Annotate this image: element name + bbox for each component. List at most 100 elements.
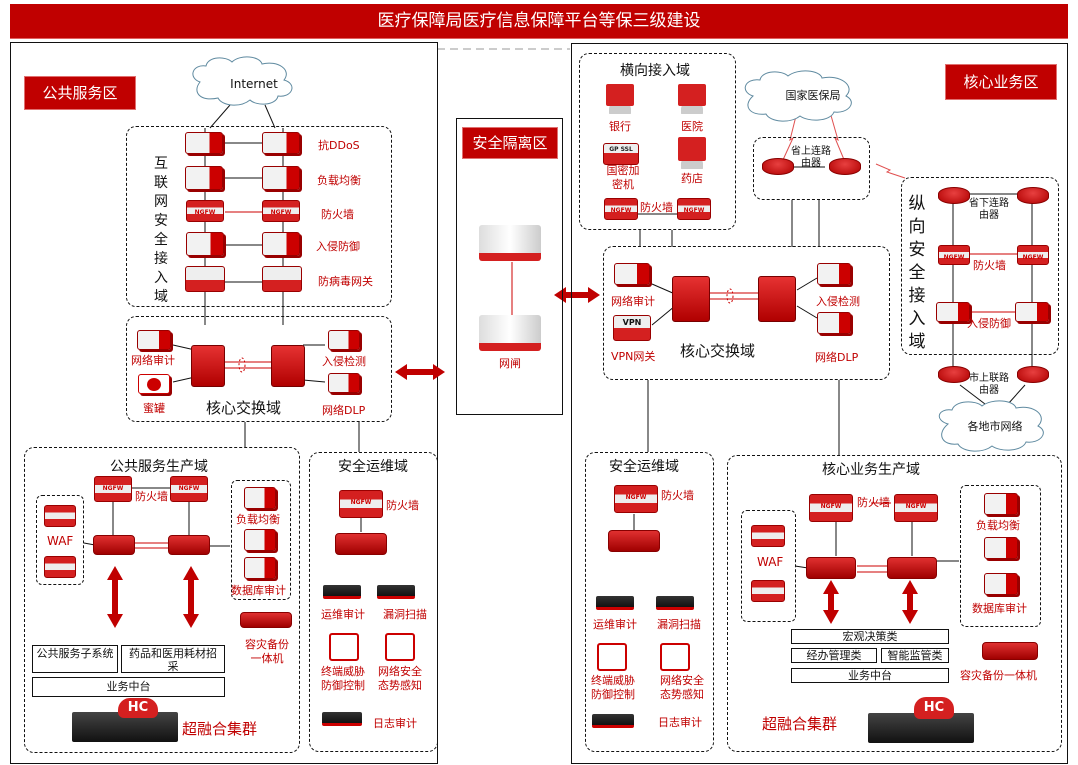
log-audit-icon xyxy=(322,712,362,726)
switch-icon xyxy=(335,533,387,555)
waf-icon xyxy=(751,525,785,547)
firewall-icon: NGFW xyxy=(262,200,300,222)
firewall-icon: NGFW xyxy=(894,494,938,522)
waf-group xyxy=(741,510,796,622)
router-icon xyxy=(1017,366,1049,383)
business-middle-platform-box: 业务中台 xyxy=(791,668,949,683)
ids-label: 入侵检测 xyxy=(322,355,366,368)
backup-appliance-icon xyxy=(982,642,1038,660)
public-subsystem-box: 公共服务子系统 xyxy=(32,645,118,673)
vpn-gateway-label: VPN网关 xyxy=(611,350,656,363)
link xyxy=(651,305,676,326)
wan-link xyxy=(875,163,906,179)
vuln-scan-icon xyxy=(377,585,415,599)
dlp-label: 网络DLP xyxy=(815,351,859,364)
gatekeeper-icon xyxy=(479,225,541,261)
situational-awareness-icon xyxy=(660,643,690,671)
ips-device xyxy=(186,232,224,256)
network-audit-label: 网络审计 xyxy=(131,354,175,367)
public-ops-domain xyxy=(309,452,438,752)
ips-label: 入侵防御 xyxy=(316,240,360,253)
vuln-scan-label: 漏洞扫描 xyxy=(383,608,427,621)
antivirus-gateway-device xyxy=(262,266,302,292)
firewall-label: 防火墙 xyxy=(661,489,694,502)
core-business-zone xyxy=(571,43,1068,764)
firewall-label: 防火墙 xyxy=(640,201,673,214)
waf-label: WAF xyxy=(757,555,784,569)
public-ops-label: 安全运维域 xyxy=(338,459,408,475)
core-exchange-domain-public xyxy=(126,316,392,422)
firewall-icon: NGFW xyxy=(170,476,208,502)
core-switch-icon xyxy=(271,345,305,387)
waf-icon xyxy=(44,556,76,578)
hc-cloud-badge: HC xyxy=(914,697,954,719)
link xyxy=(302,379,326,383)
firewall-label: 防火墙 xyxy=(973,259,1006,272)
link xyxy=(796,305,818,319)
firewall-icon: NGFW xyxy=(938,245,970,265)
handling-management-box: 经办管理类 xyxy=(791,648,877,663)
honeypot-label: 蜜罐 xyxy=(143,402,165,415)
core-exchange-domain-core xyxy=(603,246,890,380)
endpoint-defense-label: 终端威胁防御控制 xyxy=(321,665,365,692)
security-isolation-zone xyxy=(456,118,563,415)
vertical-access-domain xyxy=(901,177,1059,355)
encryptor-icon: GP SSL xyxy=(603,143,639,165)
gatekeeper-label: 网闸 xyxy=(499,357,521,370)
firewall-label: 防火墙 xyxy=(135,490,168,503)
load-balancer-label: 负载均衡 xyxy=(236,513,280,526)
link xyxy=(794,565,809,569)
horizontal-access-label: 横向接入域 xyxy=(620,63,690,79)
core-ops-label: 安全运维域 xyxy=(609,459,679,475)
link xyxy=(264,104,276,129)
situational-awareness-label: 网络安全态势感知 xyxy=(660,674,704,701)
router-icon xyxy=(829,158,861,175)
firewall-icon: NGFW xyxy=(186,200,224,222)
public-service-zone xyxy=(10,42,438,764)
waf-label: WAF xyxy=(47,534,74,548)
switch-icon xyxy=(887,557,937,579)
wan-link xyxy=(781,111,798,163)
router-icon xyxy=(938,187,970,204)
endpoint-defense-label: 终端威胁防御控制 xyxy=(591,674,635,701)
antivirus-gateway-device xyxy=(185,266,225,292)
firewall-icon: NGFW xyxy=(339,490,383,518)
log-audit-label: 日志审计 xyxy=(658,716,702,729)
link xyxy=(651,283,676,295)
network-audit-device xyxy=(137,330,171,350)
switch-icon xyxy=(608,530,660,552)
dlp-device xyxy=(328,373,360,393)
city-router-label: 市上联路由器 xyxy=(969,373,1009,396)
vertical-access-label: 纵向安全接入域 xyxy=(908,194,926,352)
link-aggregation xyxy=(726,288,734,304)
honeypot-icon xyxy=(138,374,170,394)
waf-icon xyxy=(751,580,785,602)
db-audit-label: 数据库审计 xyxy=(231,584,286,597)
waf-icon xyxy=(44,505,76,527)
switch-icon xyxy=(93,535,135,555)
log-audit-icon xyxy=(592,714,634,728)
anti-ddos-device xyxy=(185,132,223,154)
endpoint-defense-icon xyxy=(329,633,359,661)
load-balancer-device xyxy=(262,166,300,190)
ips-device xyxy=(262,232,300,256)
public-production-domain xyxy=(24,447,300,753)
vpn-badge: VPN xyxy=(622,318,642,327)
firewall-icon: NGFW xyxy=(1017,245,1049,265)
hospital-icon xyxy=(670,82,714,114)
anti-ddos-device xyxy=(262,132,300,154)
firewall-label: 防火墙 xyxy=(321,208,354,221)
vpn-gateway-icon: VPN xyxy=(613,315,651,341)
provincial-router-group xyxy=(753,137,870,200)
switch-icon xyxy=(168,535,210,555)
core-production-domain xyxy=(727,455,1062,752)
dlp-device xyxy=(817,312,851,334)
core-production-label: 核心业务生产域 xyxy=(822,462,920,478)
zone-label-public: 公共服务区 xyxy=(24,76,136,110)
vuln-scan-icon xyxy=(656,596,694,610)
hci-cluster-label: 超融合集群 xyxy=(182,720,258,738)
vuln-scan-label: 漏洞扫描 xyxy=(657,618,701,631)
link xyxy=(796,277,818,291)
backup-appliance-icon xyxy=(240,612,292,628)
